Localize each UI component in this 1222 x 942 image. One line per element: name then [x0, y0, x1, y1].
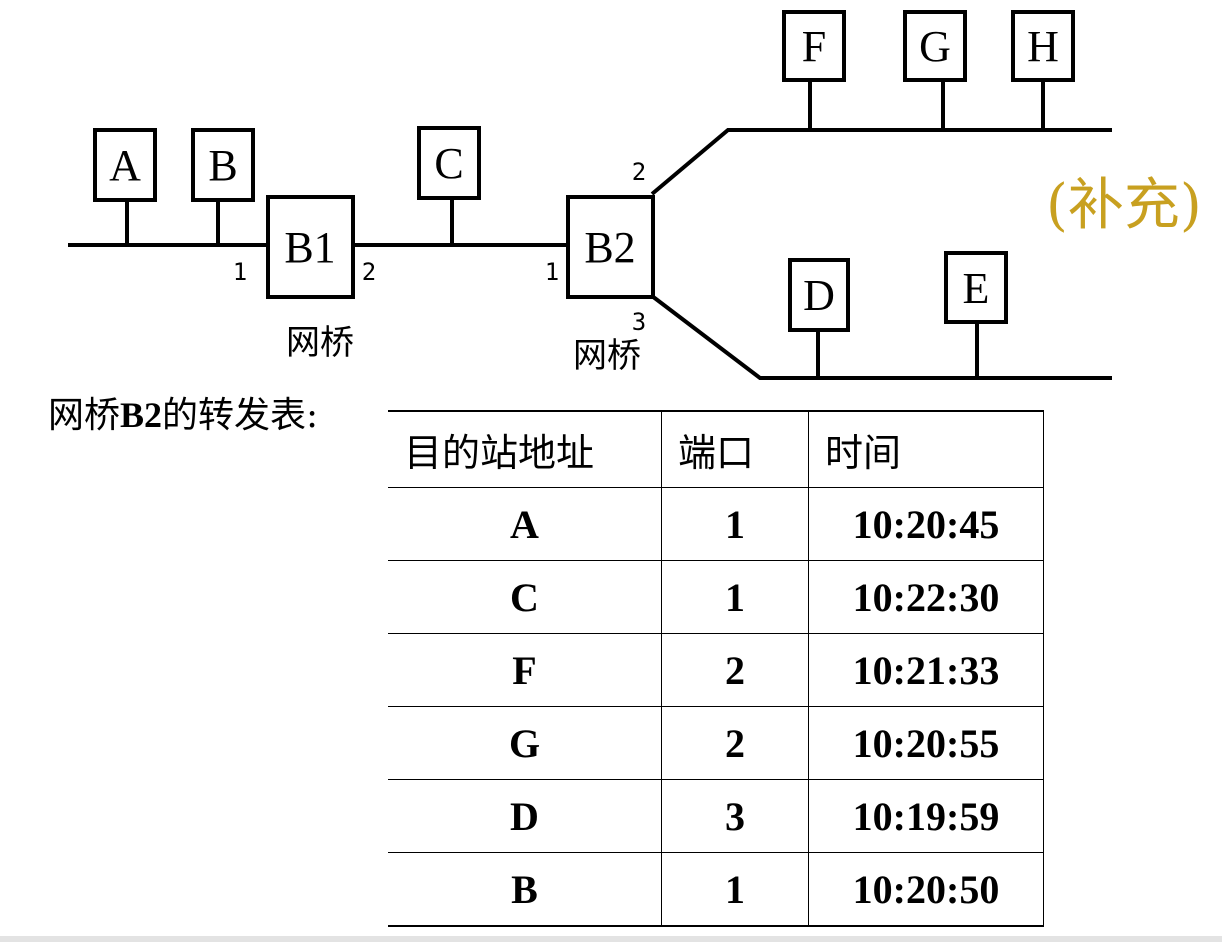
cell-time: 10:21:33 — [808, 633, 1044, 707]
station-d-box — [788, 258, 850, 332]
cell-port: 3 — [661, 779, 809, 853]
header-port: 端口 — [661, 411, 809, 488]
bridge-b2-port-1: 1 — [545, 258, 559, 286]
cell-port: 2 — [661, 633, 809, 707]
bridge-b2-name: B2 — [584, 223, 635, 272]
table-row: G 2 10:20:55 — [388, 706, 1044, 780]
station-d-label: D — [803, 271, 835, 320]
cell-port: 1 — [661, 852, 809, 927]
cell-time: 10:20:45 — [808, 487, 1044, 561]
station-b-box — [191, 128, 255, 202]
network-diagram: A B C F G H D E B1 B2 1 2 1 2 3 网桥 网桥 — [68, 10, 1112, 380]
cell-dest: C — [388, 560, 662, 634]
lan-segment-3 — [650, 128, 1112, 196]
cell-time: 10:22:30 — [808, 560, 1044, 634]
table-row: C 1 10:22:30 — [388, 560, 1044, 634]
table-caption-suffix: 的转发表: — [162, 395, 319, 436]
bridge-b2-port-3: 3 — [632, 308, 646, 336]
station-c-label: C — [434, 139, 463, 188]
forwarding-table: 目的站地址 端口 时间 A 1 10:20:45 C 1 10:22:30 F … — [388, 410, 1044, 927]
cell-time: 10:20:55 — [808, 706, 1044, 780]
lan-segment-4 — [650, 294, 1112, 380]
station-b-label: B — [208, 141, 237, 190]
cell-dest: A — [388, 487, 662, 561]
station-g-label: G — [919, 22, 951, 71]
table-row: B 1 10:20:50 — [388, 852, 1044, 927]
table-row: A 1 10:20:45 — [388, 487, 1044, 561]
station-a-box — [93, 128, 157, 202]
table-caption: 网桥B2的转发表: — [48, 386, 318, 438]
bridge-b2-port-2: 2 — [632, 158, 646, 186]
station-e-label: E — [963, 264, 990, 313]
station-a-label: A — [109, 141, 141, 190]
cell-dest: B — [388, 852, 662, 927]
bridge-b1-port-2: 2 — [362, 258, 376, 286]
cell-port: 2 — [661, 706, 809, 780]
bridge-b2-box — [566, 195, 655, 299]
table-row: F 2 10:21:33 — [388, 633, 1044, 707]
cell-dest: G — [388, 706, 662, 780]
station-h-box — [1011, 10, 1075, 82]
bridge-b1-port-1: 1 — [233, 258, 247, 286]
table-header-row: 目的站地址 端口 时间 — [388, 411, 1044, 488]
cell-time: 10:20:50 — [808, 852, 1044, 927]
bridge-b1-name: B1 — [284, 223, 335, 272]
bridge-b1-caption: 网桥 — [286, 323, 354, 363]
header-time: 时间 — [808, 411, 1044, 488]
table-caption-bridge: B2 — [120, 395, 163, 435]
station-e-box — [944, 251, 1008, 324]
cell-time: 10:19:59 — [808, 779, 1044, 853]
table-caption-prefix: 网桥 — [48, 395, 121, 436]
bridge-b2-caption: 网桥 — [573, 336, 641, 376]
station-f-label: F — [802, 22, 826, 71]
table-row: D 3 10:19:59 — [388, 779, 1044, 853]
cell-dest: F — [388, 633, 662, 707]
bridge-b1-box — [266, 195, 355, 299]
cell-port: 1 — [661, 487, 809, 561]
bottom-divider — [0, 936, 1222, 942]
header-dest: 目的站地址 — [388, 411, 662, 488]
station-g-box — [903, 10, 967, 82]
station-f-box — [782, 10, 846, 82]
station-c-box — [417, 126, 481, 200]
station-h-label: H — [1027, 22, 1059, 71]
cell-dest: D — [388, 779, 662, 853]
supplement-note: (补充) — [1046, 173, 1202, 238]
cell-port: 1 — [661, 560, 809, 634]
